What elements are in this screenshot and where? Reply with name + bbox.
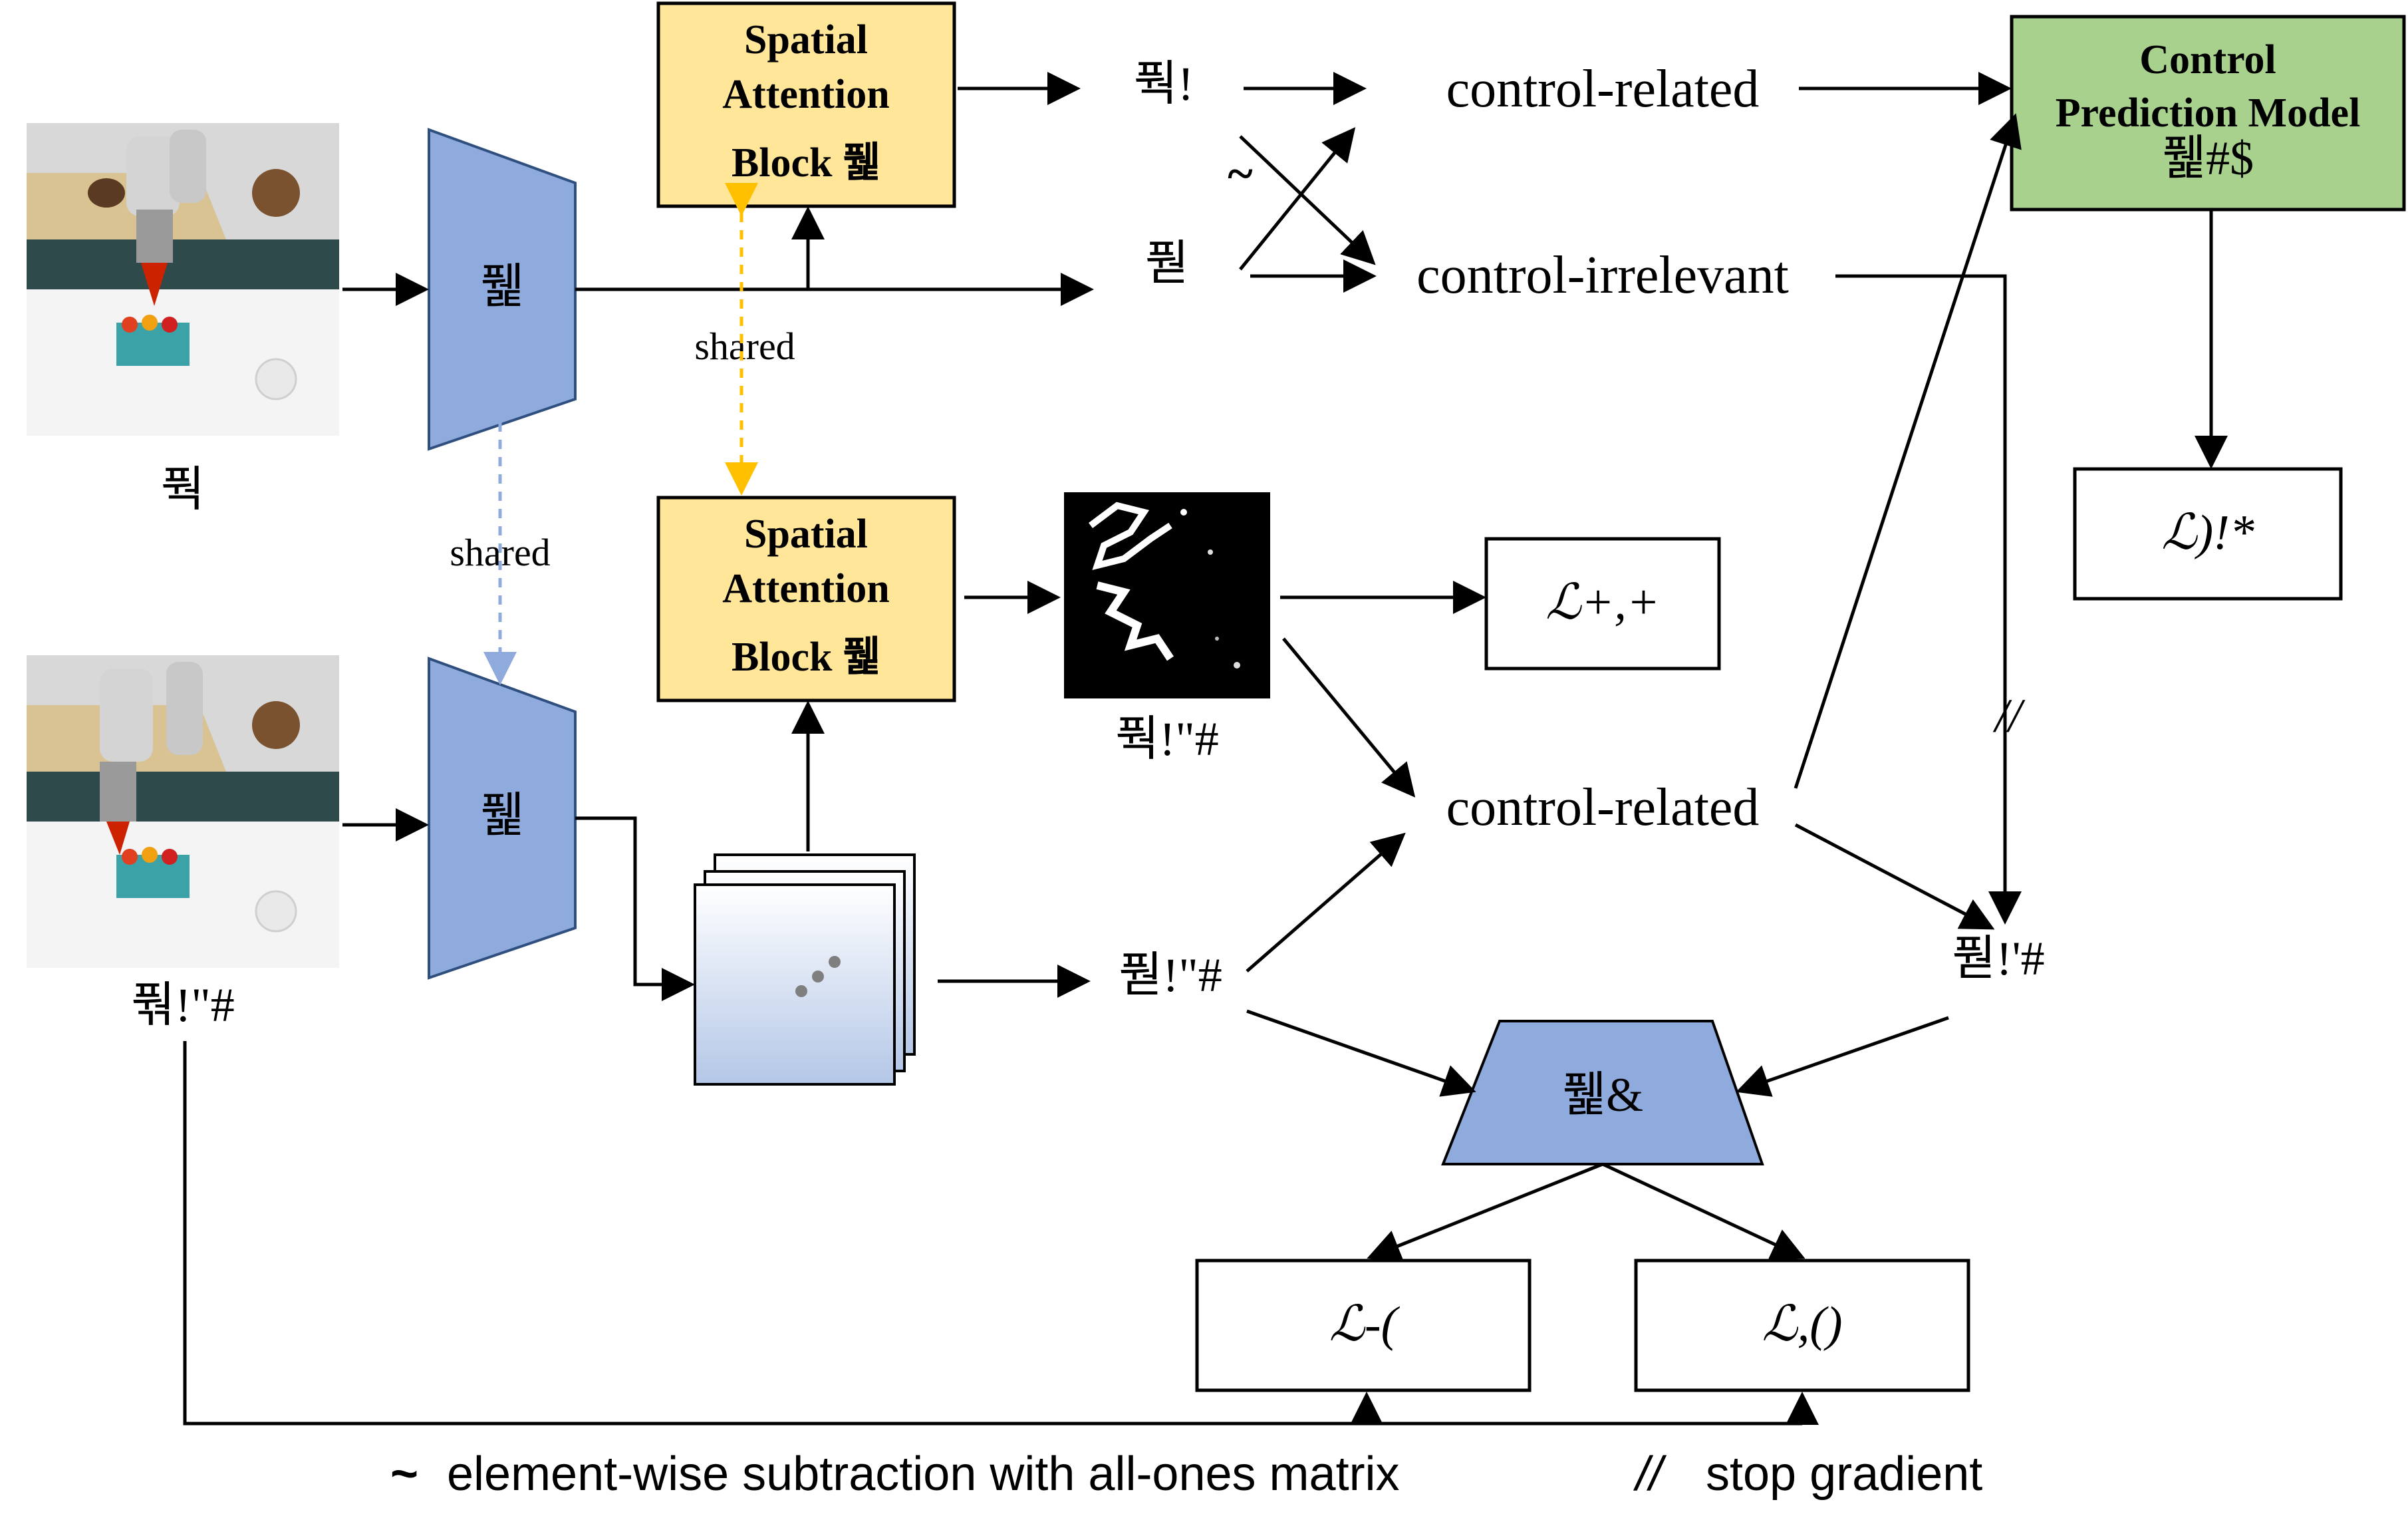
legend-stop-symbol: //	[1633, 1447, 1667, 1501]
sab-bottom-line2: Attention	[722, 566, 889, 611]
symbol-feat-rel-top: 풕!	[1134, 57, 1194, 110]
loss-mask-label: ℒ+,+	[1545, 575, 1660, 630]
symbol-image-top: 풕	[161, 463, 205, 516]
decoder-label: 풽&	[1562, 1068, 1643, 1122]
encoder-bottom-label: 풽	[480, 789, 524, 842]
encoder-bottom	[428, 657, 577, 980]
sab-top-line2: Attention	[722, 72, 889, 117]
sab-bottom-line3: Block 풽	[732, 635, 880, 680]
sab-top-line1: Spatial	[744, 17, 868, 63]
symbol-stop-gradient: //	[1992, 689, 2026, 742]
loss-box-pred	[1634, 1259, 1970, 1392]
label-control-related-top: control-related	[1446, 60, 1760, 118]
label-control-irrelevant: control-irrelevant	[1416, 246, 1789, 305]
sab-bottom-line1: Spatial	[744, 512, 868, 557]
legend-tilde-text: element-wise subtraction with all-ones m…	[447, 1447, 1400, 1501]
label-shared-center: shared	[694, 325, 795, 368]
loss-rec-label: ℒ-(	[1329, 1297, 1401, 1352]
symbol-image-bottom: 풖!"#	[131, 979, 235, 1032]
encoder-top	[428, 128, 577, 451]
attention-mask-image	[1064, 492, 1270, 698]
feature-stack	[694, 853, 916, 1086]
robot-image-top	[27, 123, 339, 436]
label-control-related-bottom: control-related	[1446, 778, 1760, 837]
loss-pred-label: ℒ,()	[1762, 1297, 1842, 1352]
arrows	[183, 72, 2228, 1426]
loss-ip-label: ℒ)!*	[2161, 506, 2254, 560]
legend-tilde-symbol: ~	[390, 1447, 418, 1501]
encoder-top-label: 풽	[480, 260, 524, 313]
symbol-feat-bottom: 풛!"#	[1119, 949, 1222, 1002]
symbol-combined: 풛!'#	[1952, 932, 2044, 985]
cpm-line1: Control	[2139, 37, 2276, 82]
symbol-tilde: ~	[1228, 147, 1252, 200]
control-prediction-model-block	[2010, 15, 2406, 212]
robot-image-bottom	[27, 655, 339, 968]
cpm-line3: 풽#$	[2162, 132, 2254, 185]
symbol-feat-irr-top: 풛	[1145, 237, 1189, 290]
loss-box-ip	[2073, 467, 2343, 601]
spatial-attention-block-top	[656, 1, 956, 208]
loss-box-rec	[1195, 1259, 1532, 1392]
sab-top-line3: Block 풽	[732, 140, 880, 186]
symbol-mask-bottom: 풕!"#	[1115, 712, 1219, 766]
decoder	[1441, 1020, 1764, 1165]
legend-stop-text: stop gradient	[1706, 1447, 1982, 1501]
loss-box-mask	[1484, 537, 1721, 671]
cpm-line2: Prediction Model	[2056, 90, 2361, 136]
